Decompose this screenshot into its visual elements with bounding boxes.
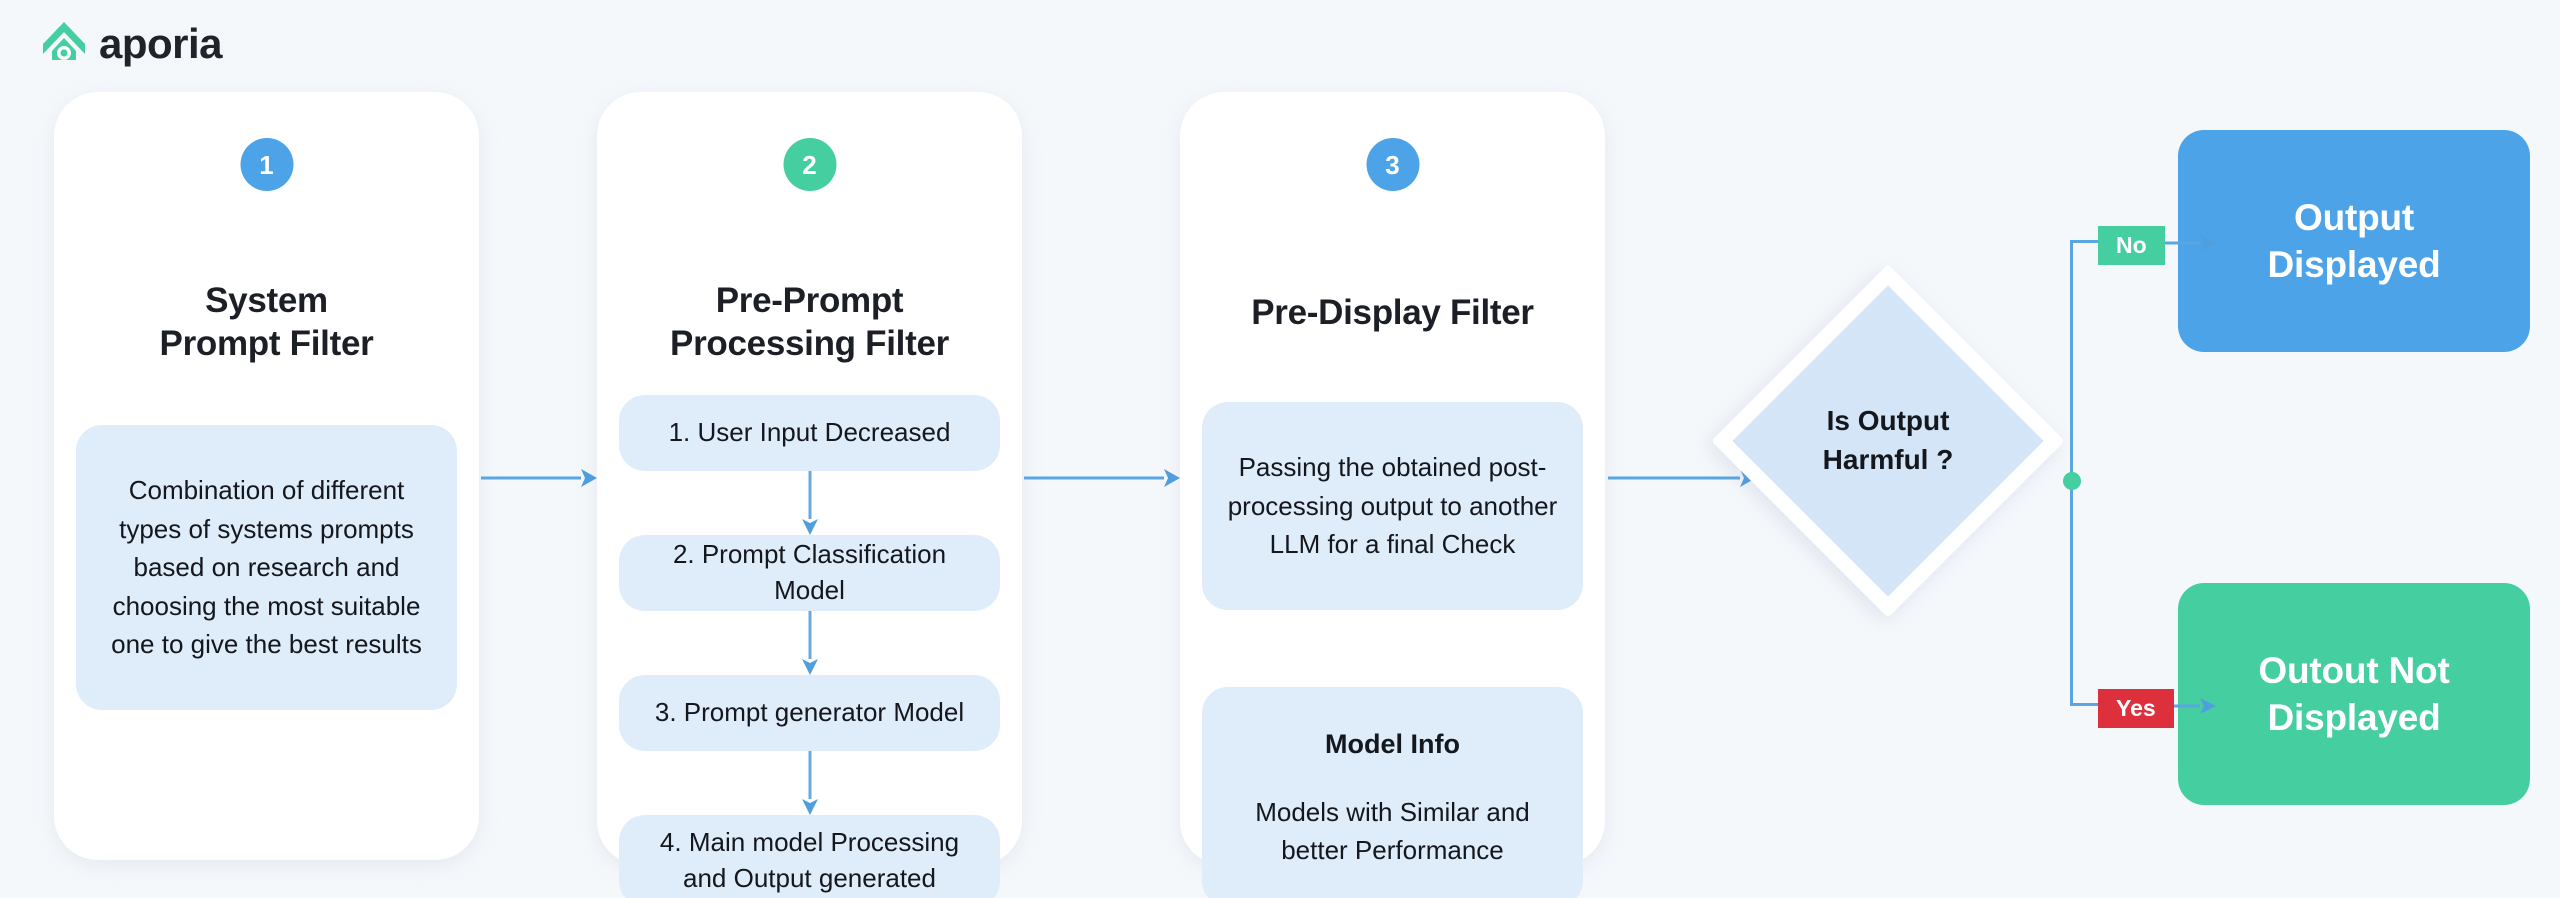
stage-3-info-box-model-info: Model Info Models with Similar and bette… [1202,687,1583,898]
connector-arrow-step2-step3 [799,611,821,675]
connector-arrow-step3-step4 [799,751,821,815]
stage-2-step-1: 1. User Input Decreased [619,395,1000,471]
stage-1-info-box: Combination of different types of system… [76,425,457,710]
stage-title-3: Pre-Display Filter [1251,293,1534,332]
stage-2-step-2: 2. Prompt Classification Model [619,535,1000,611]
decision-diamond [1711,264,2065,618]
stage-title-2-line-1: Pre-Prompt [715,281,904,320]
stage-3-info-box-primary: Passing the obtained post-processing out… [1202,402,1583,610]
result-output-not-displayed: Outout Not Displayed [2178,583,2530,805]
model-info-body: Models with Similar and better Performan… [1255,796,1530,865]
stage-title-1: System Prompt Filter [54,280,479,365]
stage-2-step-3: 3. Prompt generator Model [619,675,1000,751]
branch-label-no: No [2098,226,2165,266]
stage-number-badge-2: 2 [783,138,836,191]
stage-number-badge-1: 1 [240,138,293,191]
stage-card-pre-display-filter: 3 Pre-Display Filter Passing the obtaine… [1180,92,1605,898]
connector-arrow-stage2-stage3 [1024,466,1180,490]
connector-arrow-step1-step2 [799,471,821,535]
connector-arrow-stage1-stage2 [481,466,597,490]
branch-line-to-yes [2070,703,2108,706]
stage-title-2-line-2: Processing Filter [670,323,949,363]
aporia-droplet-logo-icon [43,22,85,60]
result-output-displayed: Output Displayed [2178,130,2530,352]
branch-junction-dot [2063,472,2081,490]
brand-wordmark: aporia [99,20,223,67]
stage-number-badge-3: 3 [1366,138,1419,191]
model-info-heading: Model Info [1325,728,1460,759]
stage-card-system-prompt-filter: 1 System Prompt Filter Combination of di… [54,92,479,860]
connector-arrow-stage3-decision [1608,466,1756,490]
branch-line-to-no [2070,240,2108,243]
branch-label-yes: Yes [2098,689,2174,729]
stage-card-pre-prompt-processing-filter: 2 Pre-Prompt Processing Filter 1. User I… [597,92,1022,898]
stage-title-2: Pre-Prompt Processing Filter [597,280,1022,365]
stage-2-step-4: 4. Main model Processing and Output gene… [619,815,1000,898]
brand-logo: aporia [42,20,223,67]
result-not-displayed-line-1: Outout Not [2258,649,2450,691]
stage-title-1-line-1: System [205,281,328,320]
result-not-displayed-line-2: Displayed [2267,697,2441,738]
stage-title-1-line-2: Prompt Filter [159,323,374,363]
connector-arrow-no-result [2158,233,2216,253]
